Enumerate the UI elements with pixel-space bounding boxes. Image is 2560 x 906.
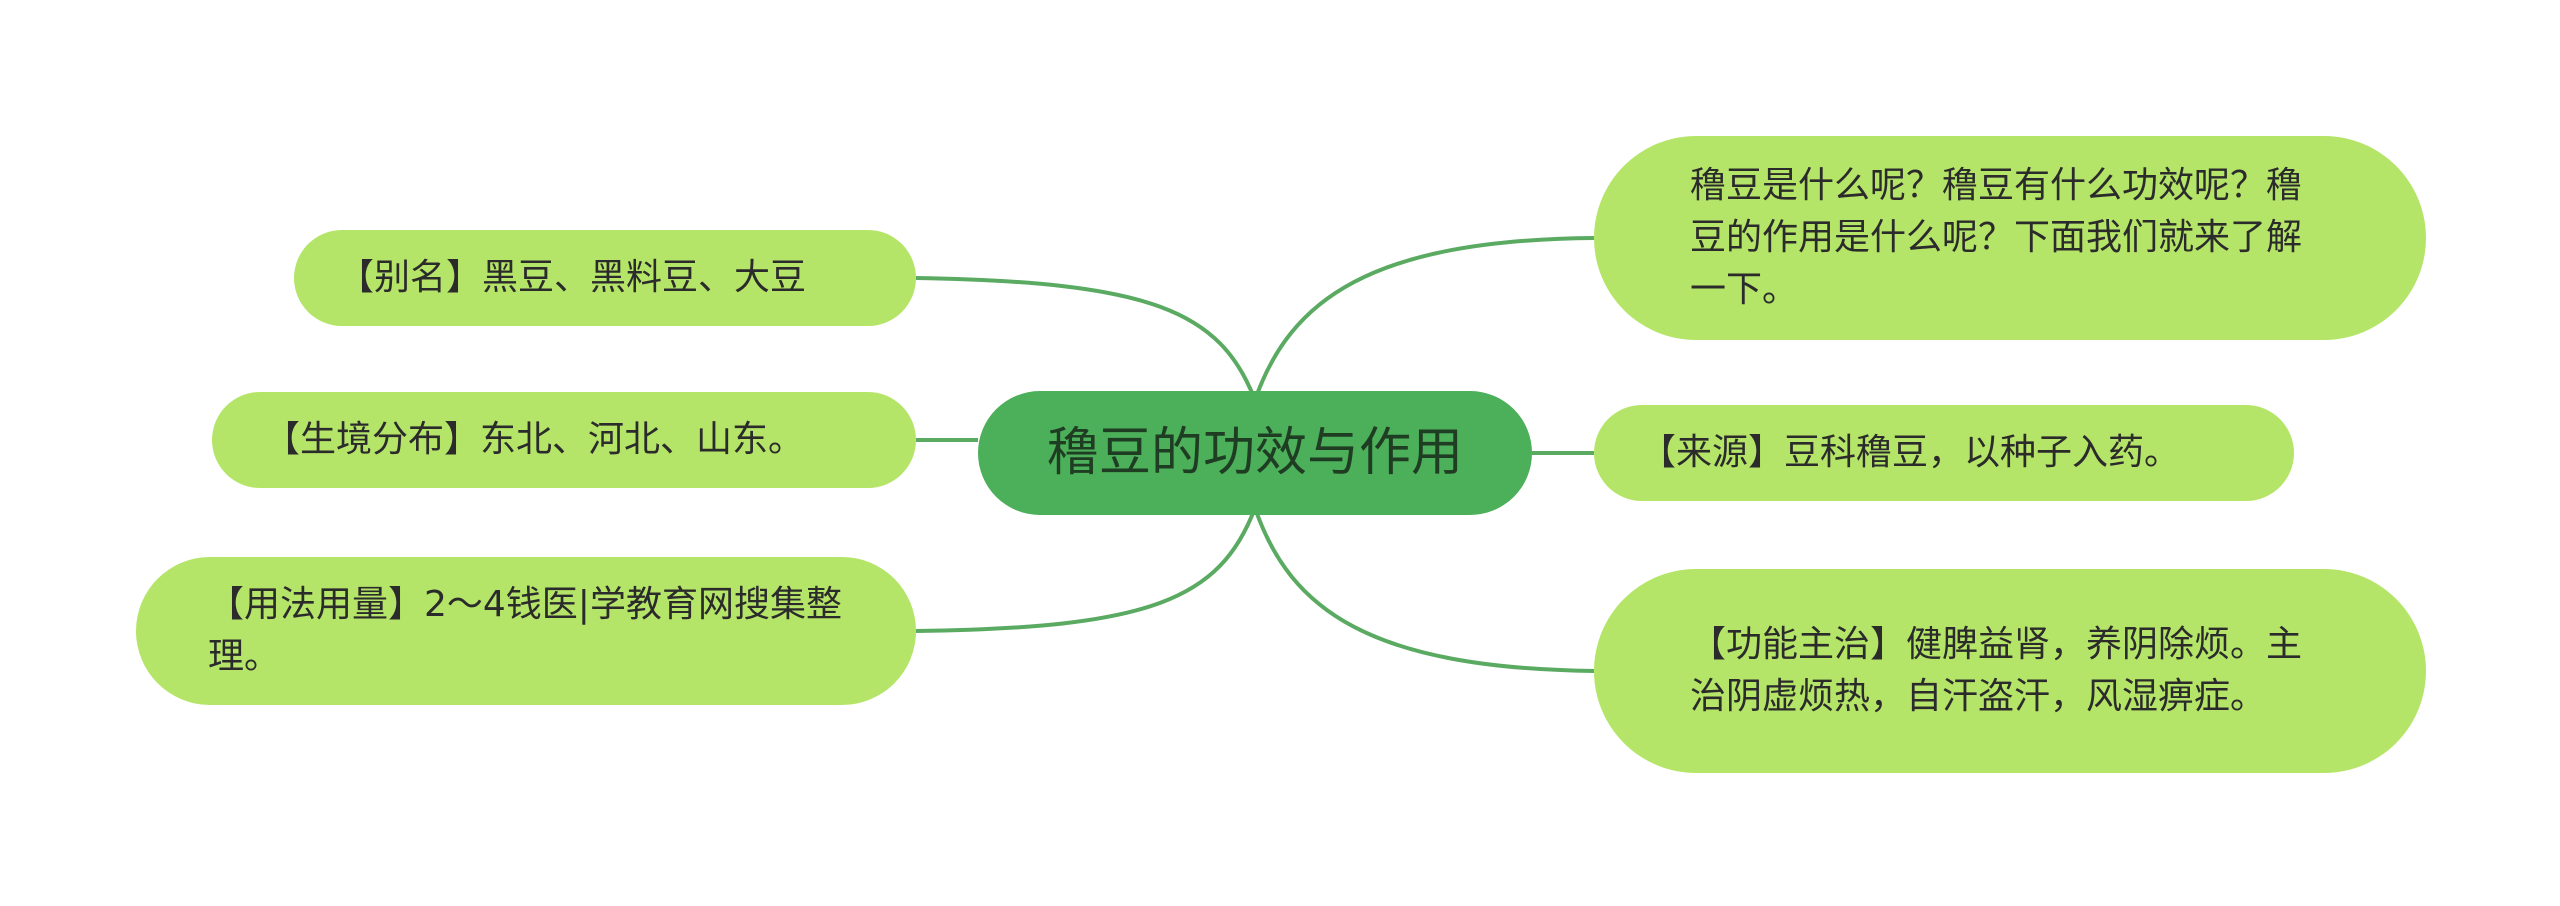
central-topic-label: 穞豆的功效与作用 <box>1046 423 1463 483</box>
node-habitat[interactable]: 【生境分布】东北、河北、山东。 <box>212 392 916 488</box>
node-function-text: 【功能主治】健脾益肾，养阴除烦。主治阴虚烦热，自汗盗汗，风湿痹症。 <box>1690 624 2303 717</box>
node-source-text: 【来源】豆科穞豆，以种子入药。 <box>1640 432 2181 473</box>
node-habitat-text: 【生境分布】东北、河北、山东。 <box>264 419 805 460</box>
node-intro-text: 穞豆是什么呢？穞豆有什么功效呢？穞豆的作用是什么呢？下面我们就来了解一下。 <box>1690 165 2303 310</box>
node-usage-text: 【用法用量】2～4钱医|学教育网搜集整理。 <box>208 584 842 677</box>
node-alias-text: 【别名】黑豆、黑料豆、大豆 <box>338 257 807 298</box>
connector-intro <box>1253 236 1595 401</box>
connector-alias <box>915 276 1257 401</box>
node-usage[interactable]: 【用法用量】2～4钱医|学教育网搜集整理。 <box>136 557 916 705</box>
node-source[interactable]: 【来源】豆科穞豆，以种子入药。 <box>1594 405 2294 501</box>
connector-usage <box>915 507 1257 633</box>
node-function[interactable]: 【功能主治】健脾益肾，养阴除烦。主治阴虚烦热，自汗盗汗，风湿痹症。 <box>1594 569 2426 773</box>
node-intro[interactable]: 穞豆是什么呢？穞豆有什么功效呢？穞豆的作用是什么呢？下面我们就来了解一下。 <box>1594 136 2426 340</box>
central-topic[interactable]: 穞豆的功效与作用 <box>978 391 1532 515</box>
connector-function <box>1253 507 1595 673</box>
node-alias[interactable]: 【别名】黑豆、黑料豆、大豆 <box>294 230 916 326</box>
